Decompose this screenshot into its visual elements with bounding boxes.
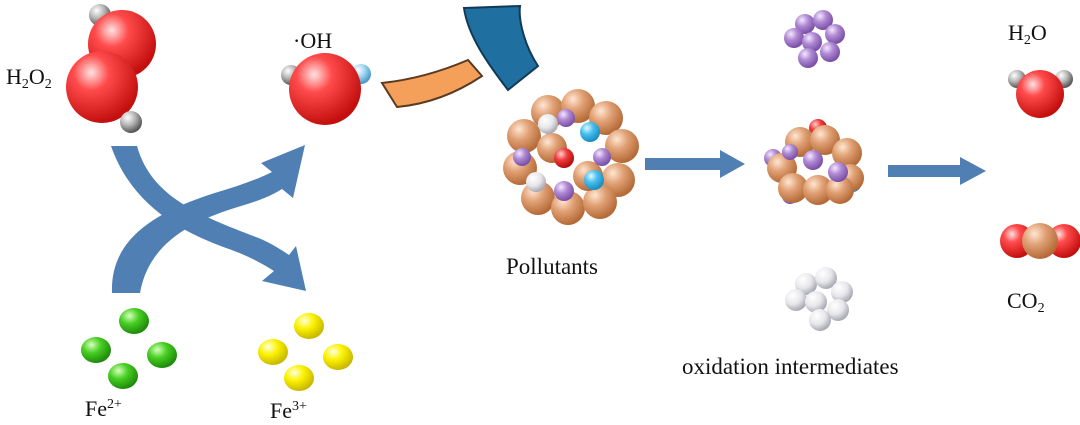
fe3-ion bbox=[284, 365, 314, 391]
hydroxyl-radical-molecule bbox=[281, 53, 371, 125]
intermediate-purple-cluster bbox=[784, 10, 845, 68]
oxygen-atom bbox=[1016, 70, 1064, 118]
fe2-ion bbox=[147, 342, 177, 368]
fe2-ions bbox=[81, 308, 177, 389]
hammer-handle bbox=[380, 58, 484, 109]
fe2-ion bbox=[119, 308, 149, 334]
h2o-label: H2O bbox=[1008, 20, 1047, 48]
fe2-ion bbox=[108, 363, 138, 389]
h2o2-molecule bbox=[66, 4, 156, 133]
carbon-atom bbox=[1022, 223, 1058, 259]
arrow-h2o2-to-fe3 bbox=[111, 146, 306, 291]
h2o-molecule bbox=[1008, 70, 1073, 118]
hydroxyl-radical-label: ·OH bbox=[293, 28, 333, 53]
fe3-ion bbox=[294, 313, 324, 339]
arrow-intermediates-to-products bbox=[888, 157, 986, 185]
pollutants-label: Pollutants bbox=[506, 254, 599, 279]
fe2-label: Fe2+ bbox=[85, 396, 122, 421]
fe2-ion bbox=[81, 337, 111, 363]
arrow-fe2-to-oh bbox=[111, 145, 305, 293]
intermediate-mixed-cluster bbox=[764, 119, 864, 205]
fe3-ion bbox=[323, 344, 353, 370]
pollutant-cluster bbox=[503, 89, 639, 225]
oxygen-atom bbox=[66, 51, 138, 123]
hydrogen-atom bbox=[120, 111, 142, 133]
hammer-head bbox=[462, 4, 540, 92]
co2-molecule bbox=[1000, 223, 1080, 259]
reaction-cycle-arrows bbox=[111, 145, 306, 293]
oxidation-intermediates-label: oxidation intermediates bbox=[682, 354, 899, 379]
co2-label: CO2 bbox=[1007, 288, 1045, 316]
fe3-label: Fe3+ bbox=[270, 398, 307, 423]
oxygen-atom bbox=[289, 53, 361, 125]
hammer-icon bbox=[380, 4, 540, 109]
intermediate-white-cluster bbox=[785, 267, 853, 331]
fe3-ions bbox=[258, 313, 353, 391]
h2o2-label: H2O2 bbox=[6, 64, 52, 92]
fe3-ion bbox=[258, 339, 288, 365]
arrow-pollutants-to-intermediates bbox=[645, 150, 745, 178]
